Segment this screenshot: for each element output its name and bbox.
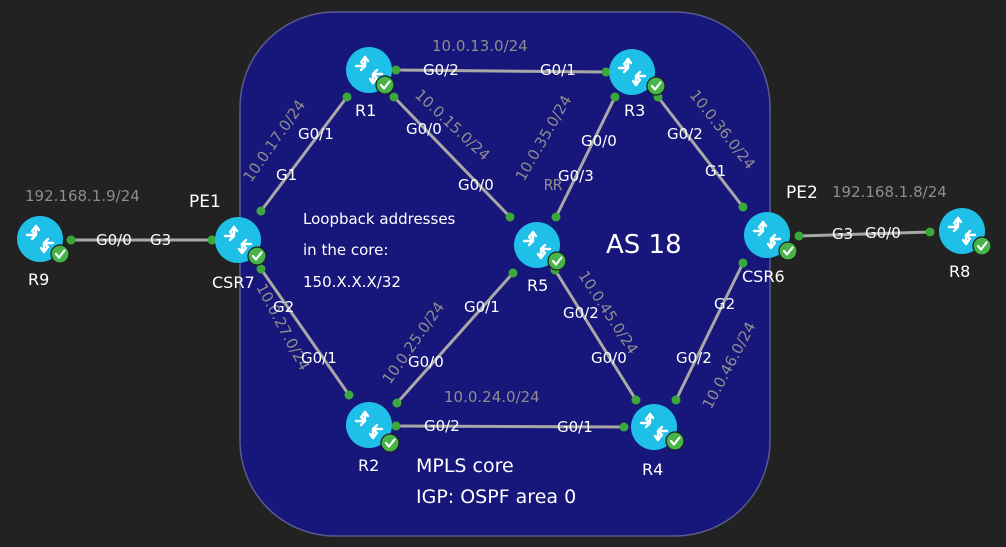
if-csr6-g1: G1	[705, 162, 726, 180]
endpoint-dot	[391, 65, 401, 75]
endpoint-dot	[66, 235, 76, 245]
loopback-line-2: in the core:	[303, 241, 388, 259]
label-r2: R2	[358, 456, 379, 475]
endpoint-dot	[256, 206, 266, 216]
igp-label: IGP: OSPF area 0	[416, 486, 576, 508]
endpoint-dot	[508, 268, 518, 278]
check-badge-icon	[664, 430, 686, 452]
if-r9-g00: G0/0	[96, 231, 132, 249]
subnet-r1-r3: 10.0.13.0/24	[432, 37, 528, 55]
links	[69, 68, 932, 429]
if-r1-g00: G0/0	[406, 120, 442, 138]
core-annotations: AS 18 Loopback addresses in the core: 15…	[303, 210, 682, 508]
check-badge-icon	[379, 432, 401, 454]
interface-labels: G0/2 G0/1 G0/1 G1 G0/0 G0/0 G0/0 G0/3 G0…	[96, 61, 901, 436]
if-r3-g00: G0/0	[581, 132, 617, 150]
link-csr6-r4	[674, 261, 745, 402]
loopback-line-3: 150.X.X.X/32	[303, 273, 401, 291]
endpoint-dot	[392, 398, 402, 408]
if-r5-g00: G0/0	[458, 176, 494, 194]
router-r9[interactable]	[15, 214, 71, 265]
if-r5-g01: G0/1	[464, 298, 500, 316]
if-csr7-g3: G3	[150, 231, 171, 249]
mpls-core-label: MPLS core	[416, 455, 514, 477]
endpoint-dot	[551, 212, 561, 222]
if-csr6-g2: G2	[714, 295, 735, 313]
link-r1-csr7	[259, 95, 349, 213]
subnet-ce-left: 192.168.1.9/24	[25, 187, 140, 205]
endpoint-dot	[207, 235, 217, 245]
endpoint-dot	[344, 390, 354, 400]
label-rr: RR	[544, 176, 563, 194]
role-labels: PE1 PE2	[189, 183, 818, 212]
label-r5: R5	[527, 276, 548, 295]
check-badge-icon	[49, 243, 71, 265]
if-r4-g02: G0/2	[676, 349, 712, 367]
endpoint-dot	[610, 92, 620, 102]
check-badge-icon	[246, 245, 268, 267]
endpoint-dot	[925, 227, 935, 237]
if-csr7-g1: G1	[276, 166, 297, 184]
endpoint-dot	[389, 92, 399, 102]
router-r8[interactable]	[937, 206, 993, 257]
endpoint-dot	[631, 395, 641, 405]
link-csr6-r8	[797, 230, 932, 238]
label-r9: R9	[28, 270, 49, 289]
if-r2-g02: G0/2	[424, 417, 460, 435]
endpoint-dot	[671, 395, 681, 405]
link-r1-r3	[394, 68, 608, 74]
check-badge-icon	[546, 250, 568, 272]
if-r3-g01: G0/1	[540, 61, 576, 79]
loopback-line-1: Loopback addresses	[303, 210, 456, 228]
if-csr7-g2: G2	[273, 298, 294, 316]
check-badge-icon	[777, 240, 799, 262]
subnet-ce-right: 192.168.1.8/24	[832, 183, 947, 201]
if-r2-g00: G0/0	[408, 353, 444, 371]
if-r8-g00: G0/0	[865, 224, 901, 242]
link-r2-r4	[394, 424, 626, 429]
if-r4-g01: G0/1	[557, 418, 593, 436]
endpoint-dot	[505, 212, 515, 222]
check-badge-icon	[374, 74, 396, 96]
endpoint-dot	[601, 67, 611, 77]
if-r1-g01: G0/1	[298, 125, 334, 143]
label-r8: R8	[949, 262, 970, 281]
label-r3: R3	[624, 101, 645, 120]
check-badge-icon	[645, 75, 667, 97]
subnet-r2-r4: 10.0.24.0/24	[444, 388, 540, 406]
endpoint-dot	[619, 422, 629, 432]
endpoint-dot	[738, 202, 748, 212]
label-csr7: CSR7	[212, 273, 255, 292]
if-r5-g02: G0/2	[563, 304, 599, 322]
check-badge-icon	[971, 235, 993, 257]
label-r4: R4	[642, 460, 663, 479]
if-r2-g01: G0/1	[301, 349, 337, 367]
endpoint-dot	[391, 421, 401, 431]
if-r1-g02: G0/2	[423, 61, 459, 79]
if-r4-g00: G0/0	[591, 349, 627, 367]
asn-label: AS 18	[606, 230, 682, 260]
link-r3-csr6	[656, 95, 745, 209]
endpoint-dot	[256, 264, 266, 274]
endpoint-dot	[794, 231, 804, 241]
link-csr7-r2	[259, 267, 351, 397]
endpoint-dot	[342, 92, 352, 102]
label-pe1: PE1	[189, 192, 221, 212]
if-csr6-g3: G3	[832, 225, 853, 243]
label-csr6: CSR6	[742, 267, 785, 286]
link-r5-r2	[395, 271, 515, 405]
link-r3-r5	[554, 95, 617, 219]
link-r1-r5	[392, 95, 512, 219]
if-r5-g03: G0/3	[558, 167, 594, 185]
label-pe2: PE2	[786, 183, 818, 203]
if-r3-g02: G0/2	[667, 125, 703, 143]
label-r1: R1	[355, 101, 376, 120]
endpoint-dot	[738, 258, 748, 268]
router-labels: R1 R3 CSR7 R5 CSR6 R2 R4 R9 R8	[28, 101, 970, 479]
link-r5-r4	[553, 268, 638, 402]
